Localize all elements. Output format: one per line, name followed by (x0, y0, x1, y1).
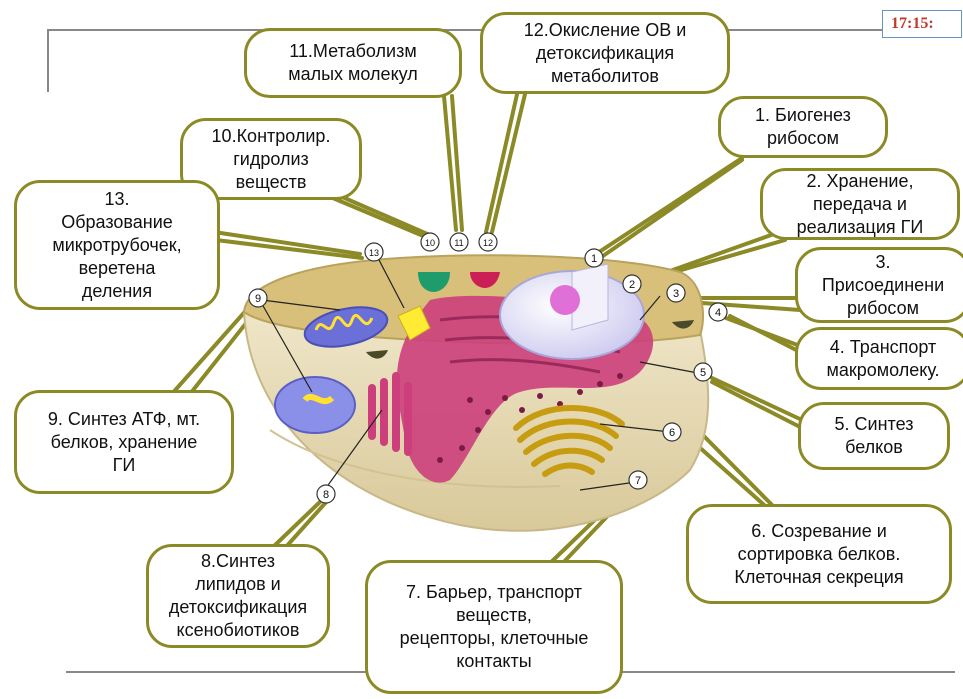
callout-atp-synthesis: 9. Синтез АТФ, мт. белков, хранение ГИ (14, 390, 234, 494)
callout-protein-sorting: 6. Созревание и сортировка белков. Клето… (686, 504, 952, 604)
marker-1: 1 (585, 249, 603, 267)
marker-5: 5 (694, 363, 712, 381)
marker-label: 13 (369, 248, 379, 258)
marker-2: 2 (623, 275, 641, 293)
marker-9: 9 (249, 289, 267, 307)
callout-barrier-transport: 7. Барьер, транспорт веществ, рецепторы,… (365, 560, 623, 694)
marker-12: 12 (479, 233, 497, 251)
marker-label: 2 (629, 279, 635, 291)
callout-lipid-synthesis: 8.Синтез липидов и детоксификация ксеноб… (146, 544, 330, 648)
marker-13: 13 (365, 243, 383, 261)
callout-small-molecule-metabolism: 11.Метаболизм малых молекул (244, 28, 462, 98)
marker-label: 3 (673, 288, 679, 300)
marker-7: 7 (629, 471, 647, 489)
marker-label: 4 (715, 307, 721, 319)
marker-label: 12 (483, 238, 493, 248)
marker-label: 8 (323, 489, 329, 501)
marker-10: 10 (421, 233, 439, 251)
marker-label: 1 (591, 253, 597, 265)
callout-ribosome-attachment: 3. Присоединени рибосом (795, 247, 963, 323)
marker-label: 6 (669, 427, 675, 439)
callout-genetic-info-storage: 2. Хранение, передача и реализация ГИ (760, 168, 960, 240)
callout-oxidation-detox: 12.Окисление ОВ и детоксификация метабол… (480, 12, 730, 94)
marker-3: 3 (667, 284, 685, 302)
marker-8: 8 (317, 485, 335, 503)
marker-6: 6 (663, 423, 681, 441)
marker-11: 11 (450, 233, 468, 251)
callout-ribosome-biogenesis: 1. Биогенез рибосом (718, 96, 888, 158)
marker-4: 4 (709, 303, 727, 321)
marker-label: 5 (700, 367, 706, 379)
callout-protein-synthesis: 5. Синтез белков (798, 402, 950, 470)
marker-label: 11 (454, 238, 463, 248)
marker-label: 10 (425, 238, 435, 248)
callout-macromolecule-transport: 4. Транспорт макромолеку. (795, 327, 963, 390)
clock-badge: 17:15: (882, 10, 962, 38)
marker-label: 7 (635, 475, 641, 487)
callout-microtubule-formation: 13. Образование микротрубочек, веретена … (14, 180, 220, 310)
marker-label: 9 (255, 293, 261, 305)
